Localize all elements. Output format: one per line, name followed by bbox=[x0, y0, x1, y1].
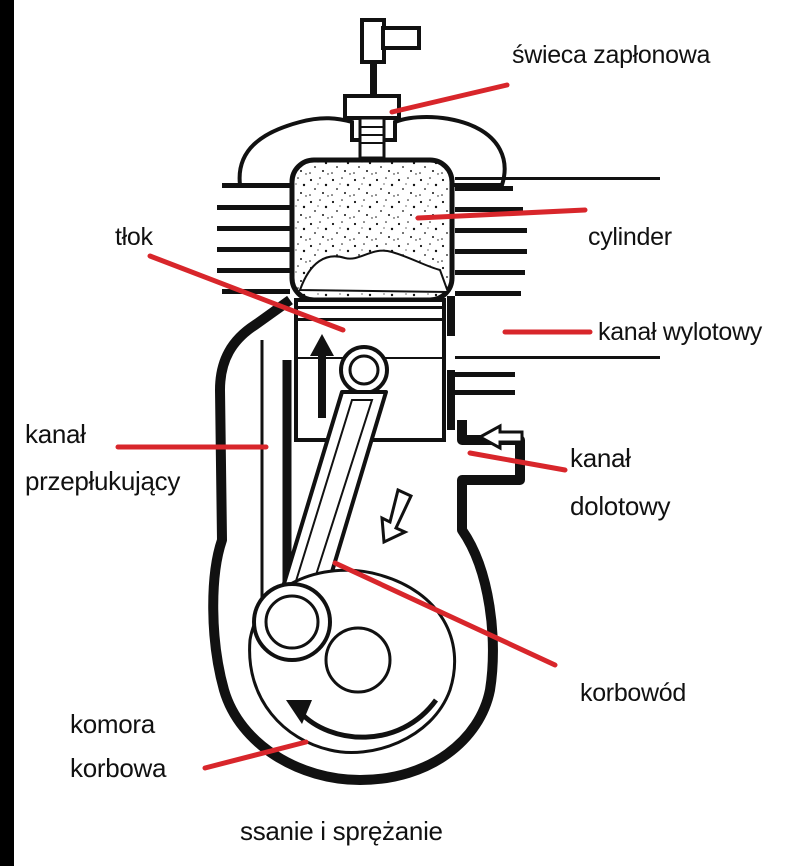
wrist-pin-inner bbox=[350, 356, 378, 384]
cylinder-right-wall bbox=[447, 296, 455, 336]
cooling-fins-left bbox=[217, 183, 290, 294]
label-cylinder: cylinder bbox=[588, 222, 672, 252]
label-piston: tłok bbox=[115, 222, 153, 252]
label-crankcase-line1: komora bbox=[70, 708, 155, 741]
crank-pin-inner bbox=[266, 596, 318, 648]
label-crankcase-line2: korbowa bbox=[70, 752, 166, 785]
label-transfer-port-line2: przepłukujący bbox=[25, 465, 180, 498]
label-connecting-rod: korbowód bbox=[580, 678, 686, 708]
down-arrow-icon bbox=[382, 490, 411, 542]
piston-ring-1 bbox=[296, 306, 444, 309]
label-intake-port-line1: kanał bbox=[570, 442, 631, 475]
leader-spark-plug bbox=[392, 85, 507, 112]
caption: ssanie i sprężanie bbox=[240, 815, 443, 848]
label-spark-plug: świeca zapłonowa bbox=[512, 40, 710, 70]
label-exhaust-port: kanał wylotowy bbox=[598, 317, 762, 347]
cylinder-right-wall-lower bbox=[447, 370, 455, 430]
label-intake-port-line2: dolotowy bbox=[570, 490, 670, 523]
label-transfer-port-line1: kanał bbox=[25, 418, 86, 451]
crankshaft bbox=[326, 628, 390, 692]
